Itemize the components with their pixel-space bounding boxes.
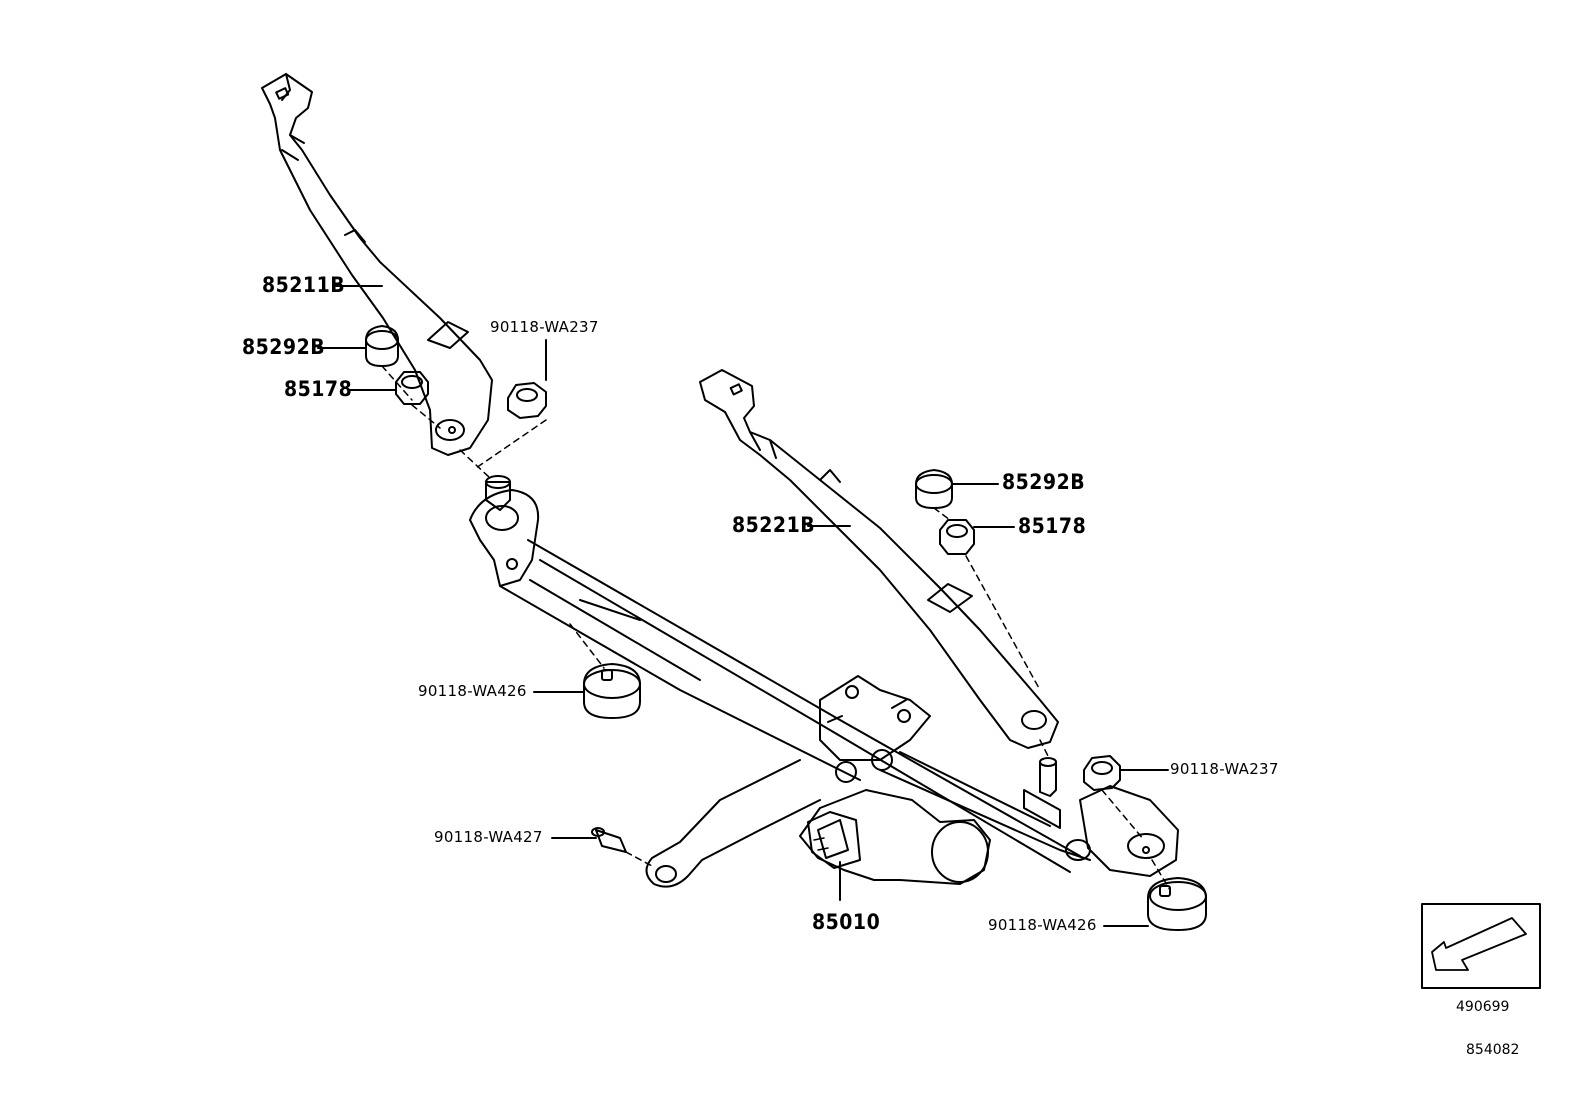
label-left-wiper-arm: 85211B bbox=[262, 273, 346, 297]
label-right-arm-nut: 85178 bbox=[1018, 514, 1087, 538]
label-right-nut-cap: 85292B bbox=[1002, 470, 1086, 494]
left-pivot-grommet bbox=[583, 663, 641, 719]
label-upper-pivot-nut: 90118-WA237 bbox=[490, 318, 599, 336]
upper-pivot-nut bbox=[507, 382, 547, 419]
label-lower-pivot-nut: 90118-WA237 bbox=[1170, 760, 1279, 778]
wiper-motor bbox=[799, 789, 991, 885]
motor-bolt bbox=[591, 827, 627, 853]
left-arm-nut bbox=[395, 371, 429, 405]
right-arm-nut bbox=[939, 519, 975, 555]
front-direction-arrow-icon bbox=[1421, 903, 1541, 989]
label-left-pivot-grommet: 90118-WA426 bbox=[418, 682, 527, 700]
reference-code: 490699 bbox=[1456, 999, 1510, 1015]
label-wiper-motor: 85010 bbox=[812, 910, 881, 934]
left-wiper-arm bbox=[261, 73, 493, 456]
right-nut-cap bbox=[915, 469, 953, 509]
right-pivot-grommet bbox=[1147, 877, 1207, 931]
right-wiper-arm bbox=[699, 369, 1059, 749]
left-nut-cap bbox=[365, 325, 399, 367]
label-left-nut-cap: 85292B bbox=[242, 335, 326, 359]
wiper-linkage-frame bbox=[469, 475, 1179, 888]
lower-pivot-nut bbox=[1083, 755, 1121, 791]
diagram-code: 854082 bbox=[1466, 1042, 1520, 1058]
label-left-arm-nut: 85178 bbox=[284, 377, 353, 401]
label-right-pivot-grommet: 90118-WA426 bbox=[988, 916, 1097, 934]
label-right-wiper-arm: 85221B bbox=[732, 513, 816, 537]
label-motor-bolt: 90118-WA427 bbox=[434, 828, 543, 846]
